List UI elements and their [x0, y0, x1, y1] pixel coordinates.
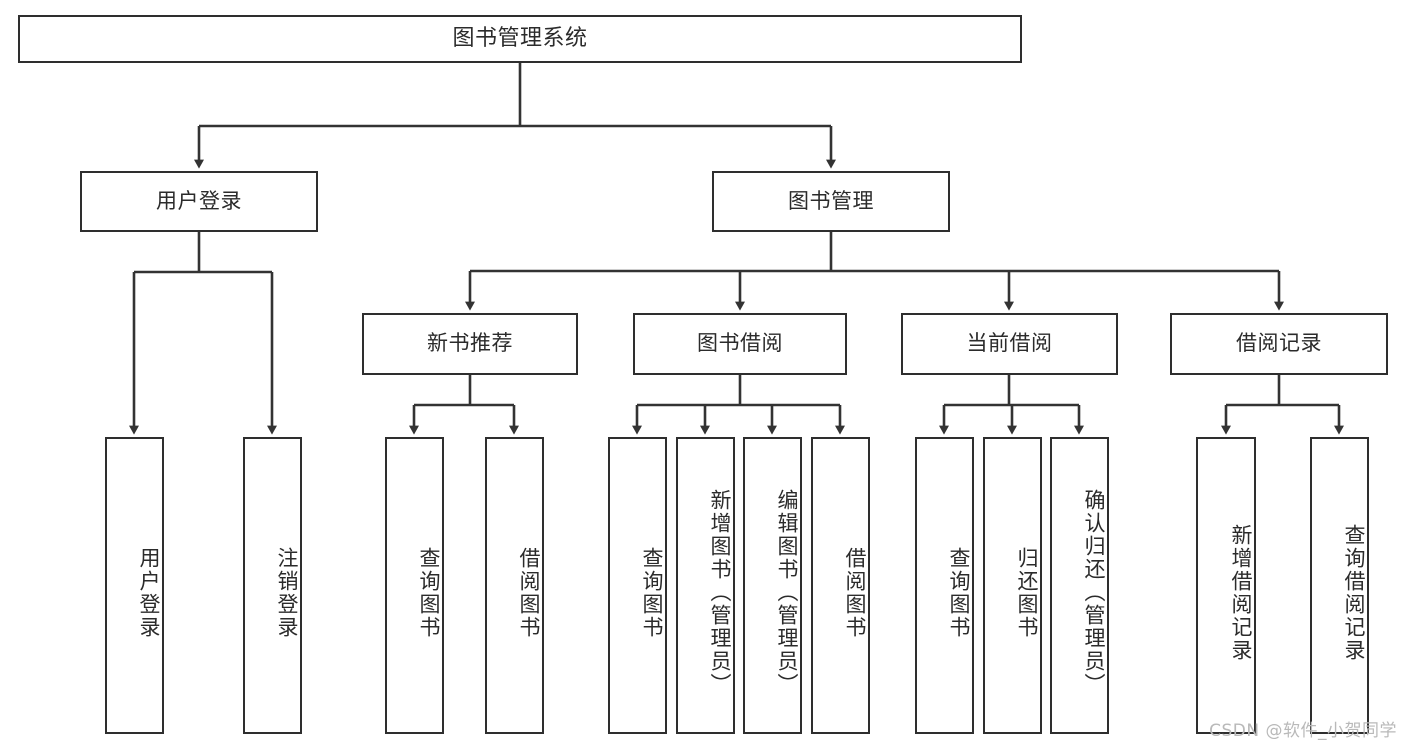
- leaf-label: 借阅图书: [843, 546, 867, 639]
- leaf-add-borrow-record[interactable]: 新增借阅记录: [1196, 437, 1256, 734]
- leaf-user-login[interactable]: 用户登录: [105, 437, 164, 734]
- leaf-label: 查询借阅记录: [1342, 523, 1366, 662]
- node-new-book-recommendation[interactable]: 新书推荐: [362, 313, 578, 375]
- leaf-query-books-current[interactable]: 查询图书: [915, 437, 974, 734]
- leaf-query-books-newbook[interactable]: 查询图书: [385, 437, 444, 734]
- leaf-borrow-books-newbook[interactable]: 借阅图书: [485, 437, 544, 734]
- leaf-query-borrow-record[interactable]: 查询借阅记录: [1310, 437, 1369, 734]
- leaf-label: 编辑图书（管理员）: [775, 489, 799, 696]
- leaf-query-books-borrowing[interactable]: 查询图书: [608, 437, 667, 734]
- leaf-borrow-books-borrowing[interactable]: 借阅图书: [811, 437, 870, 734]
- leaf-label: 新增图书（管理员）: [708, 489, 732, 696]
- leaf-label: 新增借阅记录: [1229, 523, 1253, 662]
- leaf-confirm-return-admin[interactable]: 确认归还（管理员）: [1050, 437, 1109, 734]
- leaf-label: 用户登录: [137, 546, 161, 639]
- leaf-label: 确认归还（管理员）: [1082, 489, 1106, 696]
- leaf-label: 查询图书: [947, 546, 971, 639]
- leaf-label: 查询图书: [417, 546, 441, 639]
- csdn-watermark: CSDN @软件_小贺同学: [1209, 721, 1397, 741]
- leaf-label: 查询图书: [640, 546, 664, 639]
- node-user-login[interactable]: 用户登录: [80, 171, 318, 232]
- leaf-label: 注销登录: [275, 546, 299, 639]
- node-book-borrowing[interactable]: 图书借阅: [633, 313, 847, 375]
- leaf-label: 归还图书: [1015, 546, 1039, 639]
- leaf-add-book-admin[interactable]: 新增图书（管理员）: [676, 437, 735, 734]
- leaf-logout[interactable]: 注销登录: [243, 437, 302, 734]
- node-book-management[interactable]: 图书管理: [712, 171, 950, 232]
- node-root-book-management-system[interactable]: 图书管理系统: [18, 15, 1022, 63]
- node-current-borrowing[interactable]: 当前借阅: [901, 313, 1118, 375]
- leaf-edit-book-admin[interactable]: 编辑图书（管理员）: [743, 437, 802, 734]
- leaf-return-books[interactable]: 归还图书: [983, 437, 1042, 734]
- node-borrowing-records[interactable]: 借阅记录: [1170, 313, 1388, 375]
- leaf-label: 借阅图书: [517, 546, 541, 639]
